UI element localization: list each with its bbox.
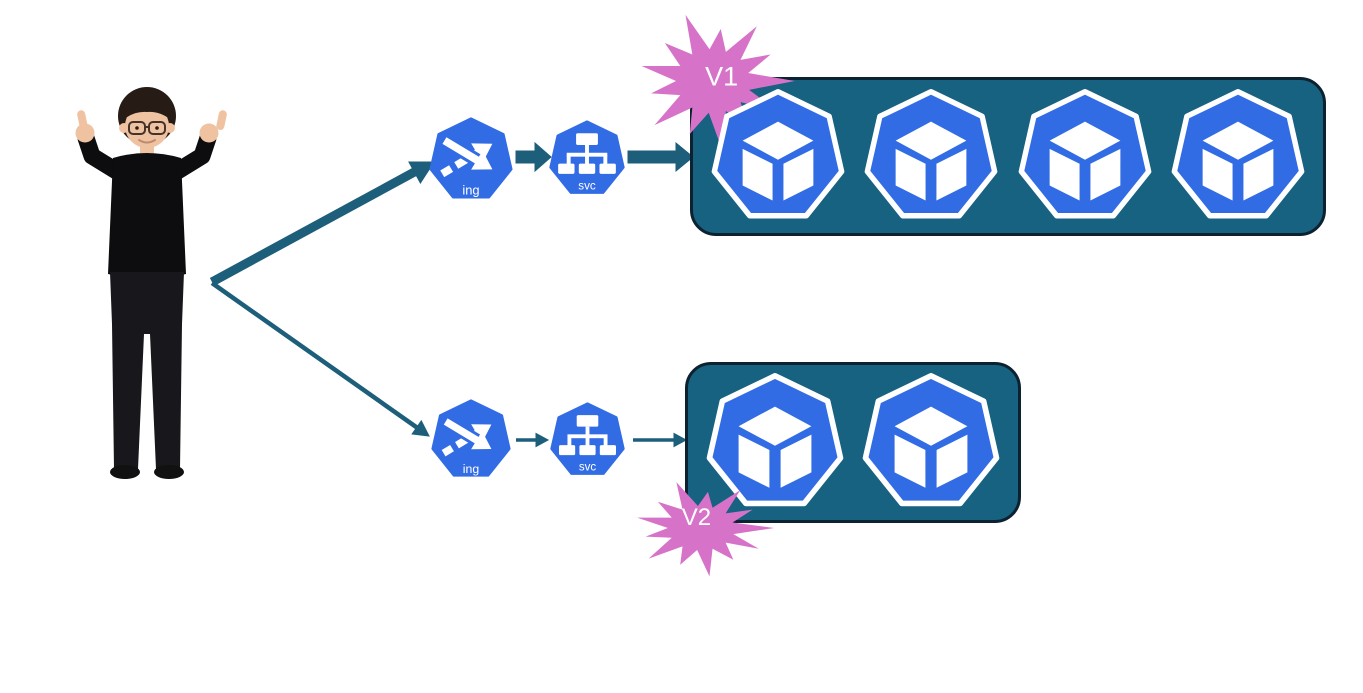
pod-icon [1017, 89, 1153, 225]
arrowhead-service-v2 [535, 432, 550, 448]
service-label-v1: svc [578, 179, 596, 192]
pod-icon [1170, 89, 1306, 225]
version-badge-v2: V2 [624, 476, 778, 580]
service-icon-v1: svc [548, 120, 626, 198]
version-badge-v1: V1 [627, 6, 799, 156]
person-pants [110, 272, 184, 469]
person-sweater [108, 153, 186, 279]
ingress-label-v1: ing [462, 182, 479, 197]
deployment-box-v1 [690, 77, 1326, 236]
service-icon-v2: svc [549, 402, 626, 479]
thumb-up-right [216, 110, 227, 130]
pod-icon [710, 89, 846, 225]
pod-icon [863, 89, 999, 225]
service-label-v2: svc [579, 462, 597, 474]
person-photo [75, 87, 227, 479]
arrow-user-to-ingress-v1 [209, 166, 421, 286]
ingress-icon-v1: ing [428, 117, 514, 203]
ingress-icon-v2: ing [430, 399, 512, 481]
person-glasses [128, 121, 166, 135]
version-badge-v2-label: V2 [681, 503, 712, 531]
deployment-box-v2 [685, 362, 1021, 523]
pod-icon [861, 373, 1001, 513]
arrow-ingress-to-service-v1 [515, 141, 552, 173]
version-badge-v1-label: V1 [705, 61, 739, 91]
ingress-label-v2: ing [463, 462, 480, 476]
arrow-user-to-ingress-v2 [210, 281, 421, 431]
